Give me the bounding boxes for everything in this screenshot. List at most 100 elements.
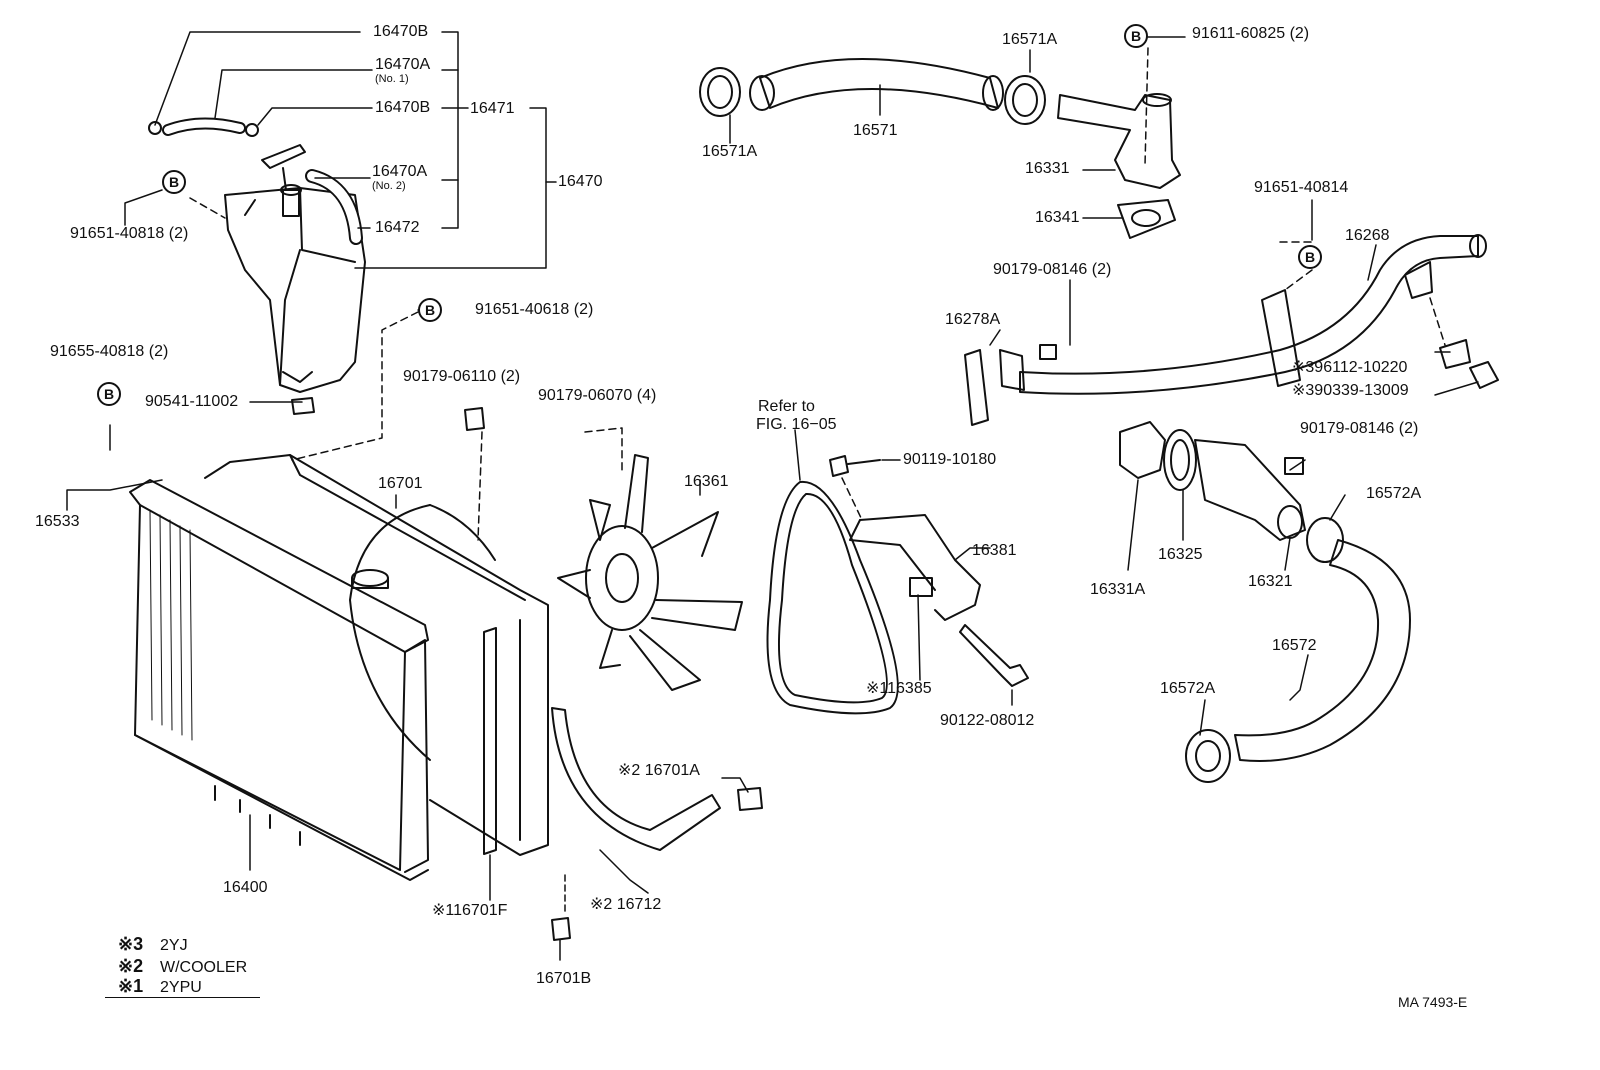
hose-clamp-96112 — [1439, 339, 1471, 369]
reference-code: MA 7493-E — [1398, 994, 1468, 1010]
legend-row: ※2 W/COOLER — [118, 957, 247, 977]
nut-90179-08146-a — [1039, 344, 1057, 360]
fan-shroud-16701 — [204, 454, 549, 856]
label-16331: 16331 — [1025, 160, 1070, 177]
legend-row: ※3 2YJ — [118, 935, 188, 955]
label-90179-08146-a: 90179-08146 (2) — [993, 261, 1112, 278]
reservoir-cap — [261, 144, 306, 191]
legend-divider — [105, 997, 260, 998]
label-16701F: ※116701F — [432, 902, 508, 919]
clamp-16572A-bottom — [1185, 729, 1231, 783]
label-91651-40814: 91651-40814 — [1254, 179, 1349, 196]
b-marker: B — [1298, 245, 1322, 269]
label-90179-06070: 90179-06070 (4) — [538, 387, 657, 404]
gasket-16325 — [1163, 429, 1197, 491]
leader-lines — [66, 31, 1479, 961]
b-marker: B — [97, 382, 121, 406]
bolt-90119-10180 — [829, 455, 881, 477]
legend-text: W/COOLER — [160, 959, 248, 976]
label-16470A-no1-sub: (No. 1) — [375, 73, 409, 85]
label-16470A-no2-sub: (No. 2) — [372, 180, 406, 192]
label-16268: 16268 — [1345, 227, 1390, 244]
label-16385: ※116385 — [866, 680, 932, 697]
label-91651-40818: 91651-40818 (2) — [70, 225, 189, 242]
label-16472: 16472 — [375, 219, 420, 236]
label-16701A: ※2 16701A — [618, 762, 700, 779]
hose-16571 — [749, 58, 1004, 111]
cooling-fan-16361 — [557, 454, 743, 691]
water-pipe-16268 — [1019, 234, 1487, 395]
label-90179-06110: 90179-06110 (2) — [403, 368, 521, 385]
legend-row: ※1 2YPU — [118, 977, 202, 997]
label-16470A-no2: 16470A — [372, 163, 428, 180]
legend-text: 2YJ — [160, 937, 188, 954]
label-refer-to: Refer to — [758, 398, 815, 415]
reservoir-tank — [224, 184, 366, 393]
bolt-90122-08012 — [959, 624, 1029, 687]
label-16701B: 16701B — [536, 970, 592, 987]
clamp-16571A-right — [1004, 75, 1046, 125]
label-16571A-top: 16571A — [1002, 31, 1058, 48]
label-16712: ※2 16712 — [590, 896, 662, 913]
label-90541-11002: 90541-11002 — [145, 393, 239, 410]
label-90122-08012: 90122-08012 — [940, 712, 1035, 729]
lower-hose-16572 — [1234, 539, 1411, 762]
label-90119-10180: 90119-10180 — [903, 451, 997, 468]
b-marker: B — [418, 298, 442, 322]
label-90179-08146-b: 90179-08146 (2) — [1300, 420, 1419, 437]
label-16341: 16341 — [1035, 209, 1080, 226]
clamp-16572A-top — [1306, 517, 1344, 563]
label-16400: 16400 — [223, 879, 268, 896]
nut-90179-08146-b — [1284, 457, 1304, 475]
flange-16278A — [964, 349, 1025, 426]
b-marker: B — [162, 170, 186, 194]
bracket-16701A — [737, 787, 763, 811]
idler-bracket-16381 — [849, 514, 981, 621]
label-16572A-bottom: 16572A — [1160, 680, 1216, 697]
shroud-seal-16701F — [483, 627, 497, 855]
gasket-16341 — [1117, 199, 1176, 239]
label-91611-60825: 91611-60825 (2) — [1192, 25, 1310, 42]
label-16471: 16471 — [470, 100, 515, 117]
fan-lower-shroud-16712 — [551, 707, 721, 851]
label-16361: 16361 — [684, 473, 729, 490]
label-refer-fig: FIG. 16−05 — [756, 416, 837, 433]
cap-90339-13009 — [1469, 361, 1499, 389]
hose-16470A-no1 — [162, 117, 246, 136]
label-96112-10220: ※396112-10220 — [1292, 359, 1408, 376]
label-16533: 16533 — [35, 513, 80, 530]
label-16701: 16701 — [378, 475, 423, 492]
label-16470A-no1: 16470A — [375, 56, 431, 73]
water-outlet-16331 — [1057, 93, 1181, 189]
label-90339-13009: ※390339-13009 — [1292, 382, 1409, 399]
radiator — [129, 479, 429, 881]
label-16331A: 16331A — [1090, 581, 1146, 598]
label-16381: 16381 — [972, 542, 1017, 559]
label-16321: 16321 — [1248, 573, 1293, 590]
label-16572A-top: 16572A — [1366, 485, 1422, 502]
label-16571A-left: 16571A — [702, 143, 758, 160]
label-16278A: 16278A — [945, 311, 1001, 328]
thermostat-16331A — [1119, 421, 1166, 479]
clips-16470B — [148, 121, 259, 137]
label-16571: 16571 — [853, 122, 898, 139]
b-marker: B — [1124, 24, 1148, 48]
clip-90179-06110 — [464, 407, 485, 431]
label-16325: 16325 — [1158, 546, 1203, 563]
water-inlet-16321 — [1194, 439, 1306, 541]
legend-mark: ※2 — [118, 956, 144, 976]
hose-16472 — [305, 169, 363, 245]
legend-mark: ※1 — [118, 976, 144, 996]
label-16470B-mid: 16470B — [375, 99, 431, 116]
clamp-16571A-left — [699, 67, 741, 117]
bracket-90541 — [282, 371, 315, 415]
dashed-guides — [189, 47, 1446, 541]
legend-text: 2YPU — [160, 979, 202, 996]
label-16470: 16470 — [558, 173, 603, 190]
legend-mark: ※3 — [118, 934, 144, 954]
label-16470B-top: 16470B — [373, 23, 429, 40]
label-91651-40618: 91651-40618 (2) — [475, 301, 594, 318]
label-16572: 16572 — [1272, 637, 1317, 654]
label-91655-40818: 91655-40818 (2) — [50, 343, 169, 360]
